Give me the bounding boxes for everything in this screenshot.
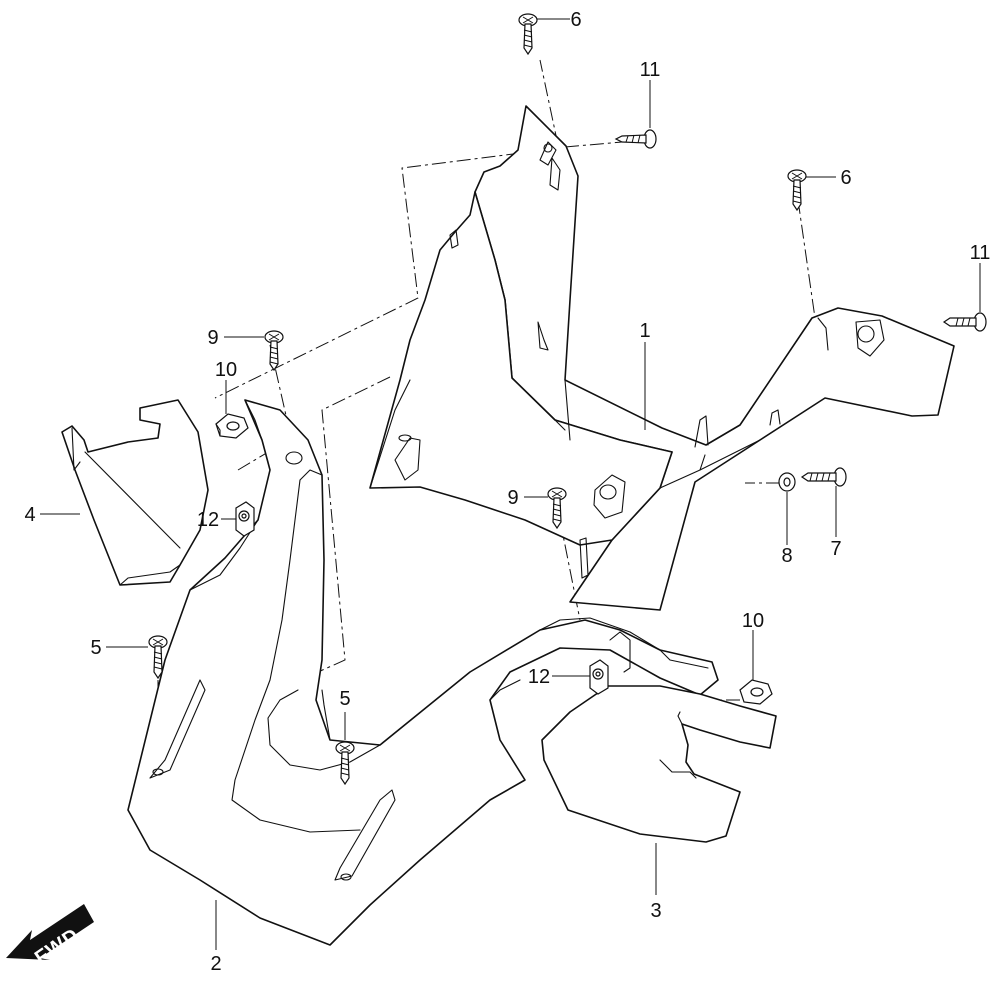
nut-12-right [589, 659, 609, 695]
callout-11-right: 11 [970, 242, 991, 264]
callout-7: 7 [830, 538, 841, 560]
nut-12-left [235, 501, 255, 537]
callout-5-center: 5 [339, 688, 350, 710]
screw-9-left [264, 330, 284, 372]
screw-5-left [148, 635, 168, 680]
callout-9-left: 9 [207, 327, 218, 349]
part-2-front-cover [127, 399, 719, 946]
screw-11-right [942, 312, 987, 332]
screw-6-top [518, 13, 538, 56]
callout-12-left: 12 [197, 509, 219, 531]
callout-6-top: 6 [570, 9, 581, 31]
callout-1: 1 [639, 320, 650, 342]
callout-4: 4 [24, 504, 35, 526]
part-1-inner-cover [369, 105, 955, 611]
callout-5-left: 5 [90, 637, 101, 659]
part-4-left-cover [61, 399, 209, 586]
screw-9-center [547, 487, 567, 530]
callout-leaders [40, 18, 981, 950]
screw-6-right [787, 169, 807, 212]
callout-2: 2 [210, 953, 221, 975]
screw-11-top [614, 129, 657, 149]
callout-3: 3 [650, 900, 661, 922]
callout-labels: 1 2 3 4 5 5 6 6 7 8 9 9 10 10 11 11 12 1… [24, 9, 990, 975]
callout-6-right: 6 [840, 167, 851, 189]
clip-10-left [215, 413, 249, 439]
fwd-arrow-icon [6, 904, 94, 960]
washer-8 [778, 472, 796, 492]
callout-8: 8 [781, 545, 792, 567]
part-3-right-cover [541, 685, 777, 843]
screw-7 [800, 467, 847, 487]
screw-5-center [335, 741, 355, 786]
callout-12-right: 12 [528, 666, 550, 688]
callout-11-top: 11 [640, 59, 661, 81]
callout-10-right: 10 [742, 610, 764, 632]
callout-10-left: 10 [215, 359, 237, 381]
clip-10-right [739, 679, 773, 705]
fwd-direction-arrow: FWD [6, 904, 94, 969]
callout-9-center: 9 [507, 487, 518, 509]
